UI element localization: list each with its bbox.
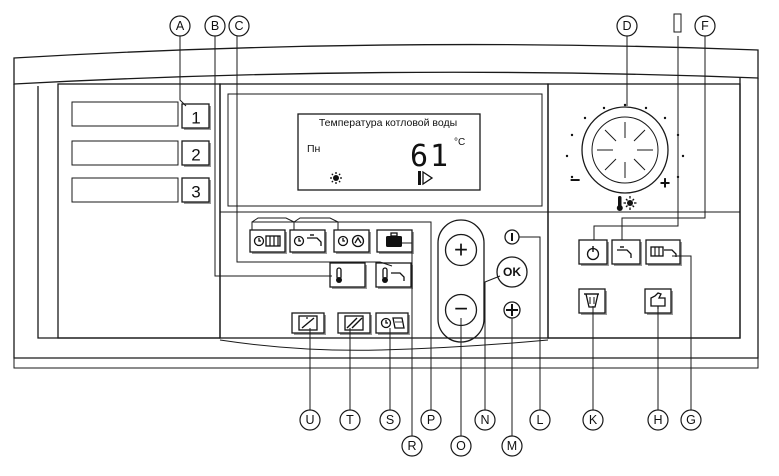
svg-text:G: G <box>686 413 696 427</box>
dial-grip <box>597 122 653 178</box>
callout-h: H <box>647 409 669 431</box>
display-value: 61 <box>410 139 450 174</box>
display-unit: °C <box>454 137 465 148</box>
svg-text:L: L <box>537 413 544 427</box>
plus-key-label: + <box>454 237 468 264</box>
callout-u: U <box>299 409 321 431</box>
callout-g: G <box>680 409 702 431</box>
right-panel: − + <box>547 83 741 339</box>
heating-curve-slope-key[interactable] <box>291 312 326 335</box>
svg-text:B: B <box>211 19 219 33</box>
info-key[interactable] <box>504 229 520 245</box>
callout-a: A <box>169 15 191 37</box>
dhw-only-key[interactable] <box>611 239 642 266</box>
selector-key-3[interactable]: 3 <box>181 177 211 204</box>
slot-3 <box>71 177 179 203</box>
circulation-pump-icon <box>351 234 365 248</box>
selector-key-3-label: 3 <box>191 183 200 202</box>
suitcase-icon <box>386 232 402 247</box>
svg-text:M: M <box>507 439 517 453</box>
selector-key-1[interactable]: 1 <box>181 103 211 130</box>
reduced-temp-key[interactable] <box>329 262 367 289</box>
heating-program-key[interactable] <box>249 229 287 254</box>
callout-n: N <box>474 409 496 431</box>
tap-icon <box>617 246 632 258</box>
thermometer-moon-icon <box>336 267 355 283</box>
standby-key[interactable] <box>578 239 609 266</box>
callout-b: B <box>204 15 226 37</box>
callout-k: K <box>582 409 604 431</box>
selector-key-2[interactable]: 2 <box>181 140 211 167</box>
dial-ticks <box>565 103 685 179</box>
manual-mode-key[interactable] <box>644 288 673 315</box>
svg-text:U: U <box>305 413 314 427</box>
minus-key-label: − <box>454 296 468 323</box>
holiday-program-key[interactable] <box>376 229 414 254</box>
callout-lines <box>179 36 706 436</box>
marker-bracket <box>673 13 682 33</box>
lcd-display: Температура котловой воды Пн 61 °C <box>297 113 481 191</box>
selector-key-1-label: 1 <box>191 109 200 128</box>
sun-icon <box>330 172 342 184</box>
callout-p: P <box>420 409 442 431</box>
callout-d: D <box>616 15 638 37</box>
hot-water-program-key[interactable] <box>289 229 327 254</box>
ok-key[interactable]: OK <box>496 256 528 288</box>
ok-key-label: OK <box>503 265 521 279</box>
svg-text:N: N <box>480 413 489 427</box>
thermometer-sun-icon <box>616 196 637 211</box>
callout-o: O <box>450 435 472 457</box>
hot-water-temp-key[interactable] <box>375 262 413 289</box>
display-title: Температура котловой воды <box>319 117 457 129</box>
selector-key-2-label: 2 <box>191 146 200 165</box>
center-panel: Температура котловой воды Пн 61 °C <box>219 83 549 339</box>
tap-icon <box>307 234 322 246</box>
time-date-key[interactable] <box>375 312 410 335</box>
plus-key[interactable]: + <box>444 233 478 267</box>
display-day: Пн <box>307 143 321 155</box>
callout-f: F <box>694 15 716 37</box>
dial-plus-label: + <box>660 173 671 193</box>
callout-s: S <box>379 409 401 431</box>
dial-minus-label: − <box>570 170 581 190</box>
callouts: A B C D F U T S P R O N M L K H G <box>169 15 716 457</box>
svg-text:P: P <box>427 413 435 427</box>
chimney-sweep-key[interactable] <box>578 288 607 315</box>
svg-text:A: A <box>176 19 185 33</box>
svg-text:C: C <box>234 19 243 33</box>
circulation-program-key[interactable] <box>333 229 371 254</box>
left-panel: 1 2 3 <box>57 83 221 339</box>
calendar-icon <box>392 317 405 329</box>
thermometer-tap-icon <box>382 267 405 283</box>
heating-dhw-key[interactable] <box>645 239 682 266</box>
standby-icon <box>586 246 600 261</box>
callout-c: C <box>228 15 250 37</box>
radiator-icon <box>265 235 281 247</box>
heating-curve-level-key[interactable] <box>337 312 372 335</box>
reset-key[interactable] <box>503 301 521 319</box>
minus-key[interactable]: − <box>444 293 478 327</box>
svg-text:H: H <box>653 413 662 427</box>
svg-text:K: K <box>589 413 598 427</box>
callout-m: M <box>501 435 523 457</box>
svg-text:O: O <box>456 439 466 453</box>
slot-2 <box>71 140 179 166</box>
svg-text:D: D <box>622 19 631 33</box>
burner-icon <box>418 170 434 186</box>
parallel-shift-icon <box>344 315 364 331</box>
temperature-dial[interactable]: − + <box>565 103 685 211</box>
svg-text:F: F <box>701 19 709 33</box>
callout-t: T <box>339 409 361 431</box>
callout-r: R <box>401 435 423 457</box>
slot-1 <box>71 101 179 127</box>
svg-text:R: R <box>407 439 416 453</box>
chimney-sweep-icon <box>584 293 599 308</box>
slope-icon <box>298 315 318 331</box>
callout-l: L <box>529 409 551 431</box>
svg-text:T: T <box>346 413 354 427</box>
svg-text:S: S <box>386 413 394 427</box>
